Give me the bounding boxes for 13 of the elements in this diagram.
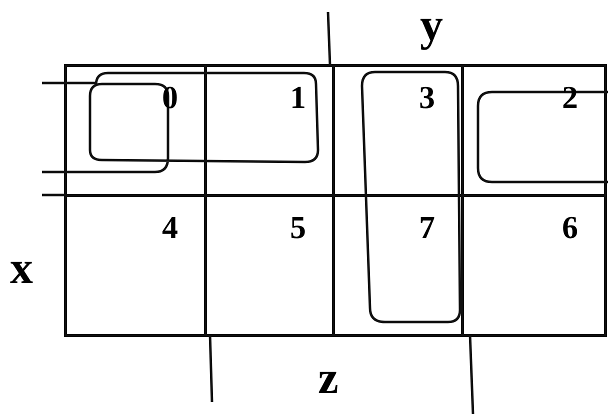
cell-number: 7	[419, 211, 435, 243]
variable-label: x	[10, 245, 33, 291]
cell-number: 3	[419, 81, 435, 113]
cell-number: 1	[290, 81, 306, 113]
cell-number: 4	[162, 211, 178, 243]
variable-label: z	[318, 355, 338, 401]
map-cell	[64, 64, 207, 197]
cell-number: 6	[562, 211, 578, 243]
map-cell	[461, 194, 607, 337]
map-cell	[461, 64, 607, 197]
cell-number: 5	[290, 211, 306, 243]
variable-label: y	[420, 2, 443, 48]
map-cell	[64, 194, 207, 337]
